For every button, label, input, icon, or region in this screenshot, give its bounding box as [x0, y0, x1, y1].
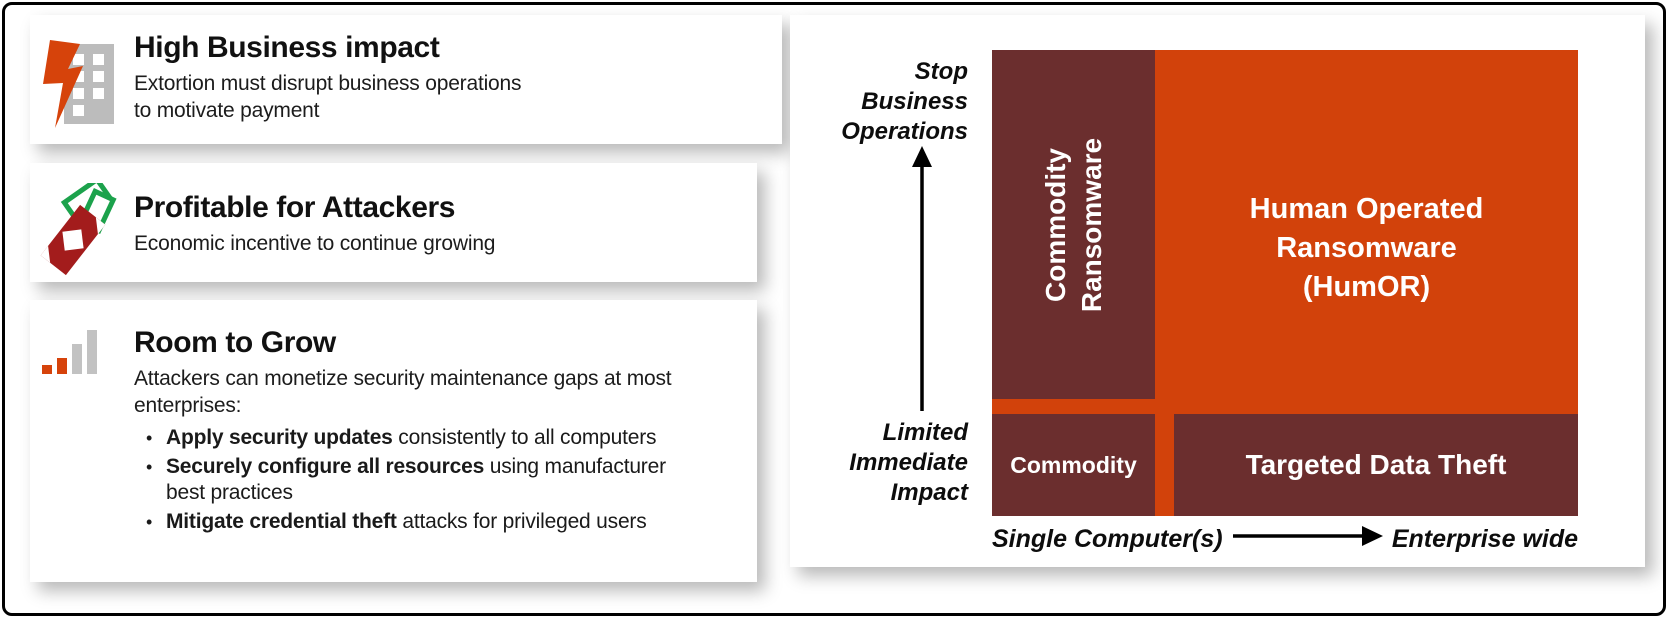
growth-bars-icon — [42, 327, 100, 379]
right-arrow-icon — [1231, 523, 1384, 556]
bullet-icon: • — [146, 457, 153, 477]
up-arrow-icon — [908, 146, 936, 419]
quadrant-label: Commodity — [1010, 451, 1137, 478]
quadrant-commodity-ransomware: Commodity Ransomware — [992, 50, 1155, 399]
y-axis-top-label: Stop Business Operations — [841, 58, 968, 145]
card-profitable-for-attackers: Profitable for Attackers Economic incent… — [30, 163, 757, 282]
list-item: • Mitigate credential theft attacks for … — [134, 509, 734, 535]
bullet-icon: • — [146, 512, 153, 532]
building-lightning-icon — [34, 38, 122, 137]
x-axis-left-label: Single Computer(s) — [992, 524, 1223, 553]
quadrant-chart-card: Stop Business Operations Limited Immedia… — [790, 15, 1645, 567]
card-high-business-impact: High Business impact Extortion must disr… — [30, 15, 782, 144]
card-title: Profitable for Attackers — [134, 191, 456, 224]
list-item: • Apply security updates consistently to… — [134, 425, 734, 451]
quadrant-area: Commodity Ransomware Human Operated Rans… — [992, 50, 1578, 516]
bullet-rest-text: attacks for privileged users — [396, 510, 647, 533]
quadrant-label: Targeted Data Theft — [1245, 449, 1507, 480]
bullet-rest-text: using manufacturer best practices — [166, 455, 666, 504]
card-room-to-grow: Room to Grow Attackers can monetize secu… — [30, 300, 757, 582]
bullet-bold-text: Apply security updates — [166, 426, 393, 449]
bullet-icon: • — [146, 428, 153, 448]
card-title: High Business impact — [134, 31, 440, 64]
bullet-bold-text: Securely configure all resources — [166, 455, 485, 478]
quadrant-targeted-data-theft: Targeted Data Theft — [1174, 414, 1578, 516]
money-bills-icon — [40, 176, 118, 283]
bullet-list: • Apply security updates consistently to… — [134, 425, 734, 535]
quadrant-label-humor: Human Operated Ransomware (HumOR) — [1249, 193, 1484, 303]
card-body: Extortion must disrupt business operatio… — [134, 72, 522, 122]
bullet-rest-text: consistently to all computers — [392, 426, 657, 449]
bullet-bold-text: Mitigate credential theft — [166, 510, 397, 533]
x-axis: Single Computer(s) Enterprise wide — [992, 523, 1578, 555]
card-title: Room to Grow — [134, 326, 336, 359]
x-axis-right-label: Enterprise wide — [1391, 524, 1578, 553]
card-intro: Attackers can monetize security maintena… — [134, 367, 672, 417]
list-item: • Securely configure all resources using… — [134, 454, 734, 506]
y-axis-bottom-label: Limited Immediate Impact — [849, 419, 968, 506]
card-body: Economic incentive to continue growing — [134, 232, 496, 255]
quadrant-commodity: Commodity — [992, 414, 1155, 516]
quadrant-label: Commodity Ransomware — [1039, 137, 1107, 312]
